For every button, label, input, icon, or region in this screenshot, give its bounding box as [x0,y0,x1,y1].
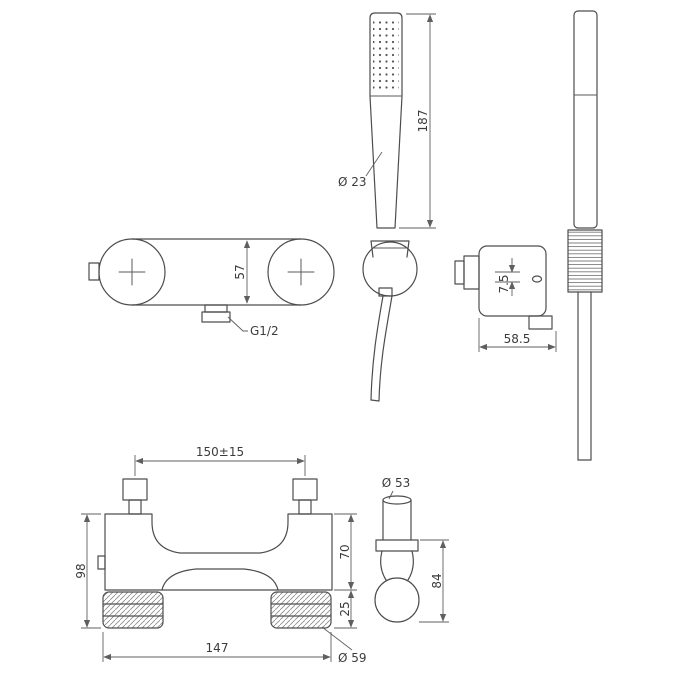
dim-label-147: 147 [206,641,229,655]
view-mixer-front [88,238,335,323]
view-mixer-side [454,245,553,330]
shower-hose-left-edge [370,295,384,401]
dims-mixer-side: 7.5 58.5 [478,258,557,352]
view-handshower-front [369,12,403,229]
dim-label-84: 84 [430,573,444,588]
dim-label-57: 57 [233,264,247,279]
mixer-left-connector [88,262,100,281]
view-bath-mixer-side [374,495,420,623]
dim-label-d53: Ø 53 [382,476,411,490]
view-handshower-holder [362,240,418,402]
dims-handshower: 187 Ø 23 [338,13,436,229]
dim-label-70: 70 [338,544,352,559]
dims-bath-mixer-side: Ø 53 84 [382,476,449,623]
left-tailpiece [102,591,164,629]
left-handle [122,478,148,501]
mixer-side-knob [463,255,480,290]
bath-mixer-body [104,513,333,591]
view-bath-mixer-front [97,478,333,629]
handshower-spray-face [373,20,399,90]
dim-label-58-5: 58.5 [504,332,531,346]
shower-hose-right-edge [378,295,393,402]
dim-label-g12: G1/2 [250,324,279,338]
side-flange [375,539,419,552]
dim-label-7-5: 7.5 [497,274,511,293]
holder-side-ribbed [567,229,603,293]
dim-label-150: 150±15 [196,445,244,459]
dim-label-d23: Ø 23 [338,175,367,189]
dims-mixer-front: 57 G1/2 [227,240,279,338]
mixer-side-body [478,245,547,317]
handshower-side-body [573,10,598,229]
side-tailpiece-circle [374,577,420,623]
dim-label-d59: Ø 59 [338,651,367,665]
dim-label-187: 187 [416,110,430,133]
view-handshower-side [567,10,603,461]
mixer-outlet-neck [204,304,228,313]
mixer-side-knob-tip [454,260,465,285]
right-tailpiece [270,591,332,629]
right-handle [292,478,318,501]
dims-bath-mixer-front: 150±15 98 70 25 147 Ø 59 [74,445,367,665]
dim-label-98: 98 [74,563,88,578]
mixer-outlet-thread [201,311,231,323]
dim-label-25: 25 [338,601,352,616]
mixer-side-outlet [528,315,553,330]
